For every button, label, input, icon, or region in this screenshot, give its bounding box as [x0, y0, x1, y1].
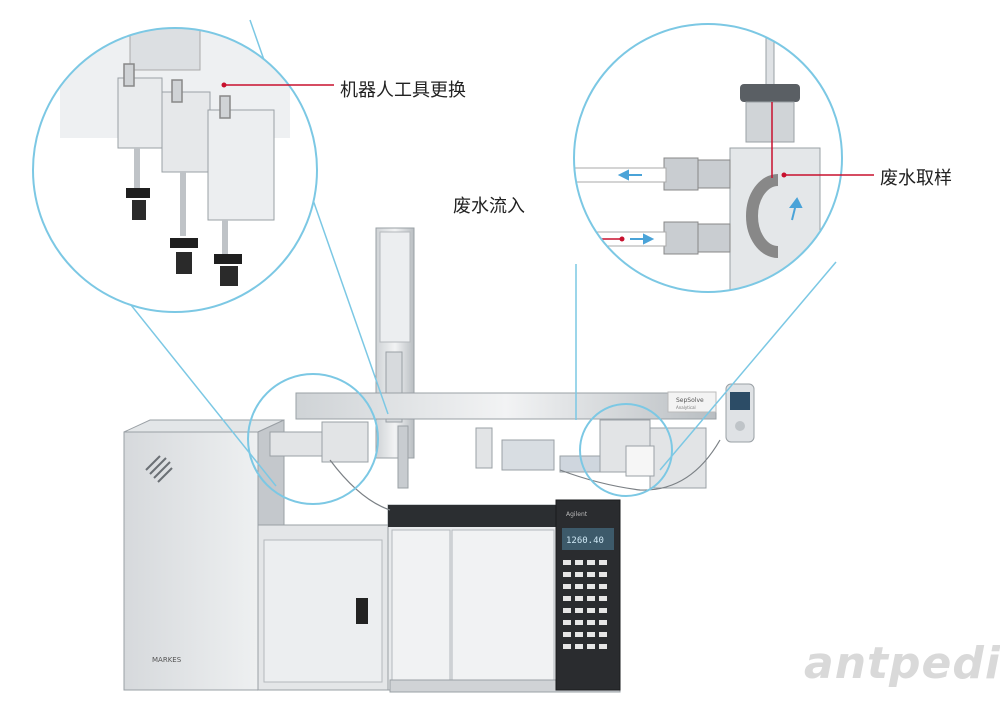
robot-tool-callout	[32, 27, 318, 313]
brand-plate	[667, 391, 717, 413]
watermark: antpedia	[804, 638, 1000, 689]
handheld-controller	[725, 383, 755, 443]
tool-stations	[269, 419, 707, 489]
robotic-rail: SepSolve Analytical	[295, 391, 717, 420]
gc-display	[562, 528, 614, 550]
cabinet-brand: MARKES	[152, 656, 182, 664]
gc-keypad	[563, 560, 607, 649]
brand-plate-text: SepSolve	[676, 397, 704, 404]
leader-lines	[221, 82, 874, 178]
gc-display-readout: 1260.40	[566, 536, 604, 546]
needle-nut	[740, 84, 800, 102]
sampling-cell-callout	[573, 23, 843, 293]
flow-arrows	[617, 169, 803, 245]
label-wastewater-sampling: 废水取样	[880, 168, 952, 189]
tool-module-1	[117, 77, 163, 220]
oven-door-left	[391, 529, 451, 681]
oven-door-right	[451, 529, 555, 681]
pipe-fittings	[663, 157, 731, 255]
instrument-assembly: MARKES 1260.40 Agilent	[123, 227, 755, 693]
autosampler-tower	[375, 227, 415, 489]
brand-plate-subtext: Analytical	[676, 405, 696, 410]
label-wastewater-inflow: 废水流入	[453, 196, 525, 217]
detail-circle-small-right	[579, 403, 673, 497]
vent-grille	[145, 455, 173, 483]
sampler-unit	[257, 524, 389, 691]
cabinet-latch	[356, 598, 368, 624]
tool-module-3	[207, 109, 275, 286]
detail-circle-small-left	[247, 373, 379, 505]
gc-brand: Agilent	[566, 511, 588, 518]
sampling-cell-block	[729, 147, 821, 292]
label-robot-tool-change: 机器人工具更换	[340, 80, 466, 101]
gc-control-panel: 1260.40 Agilent	[555, 499, 621, 691]
cables	[329, 439, 721, 511]
